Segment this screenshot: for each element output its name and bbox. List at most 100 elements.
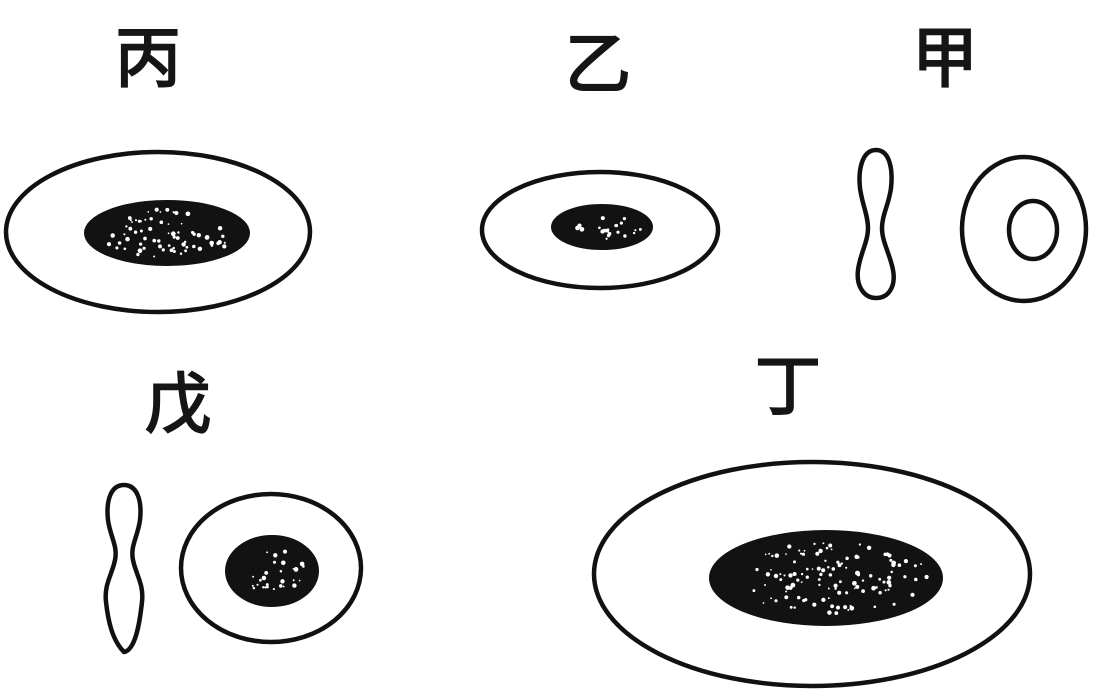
granule-speck [222,244,226,248]
granule-speck [910,593,914,597]
granule-speck [177,231,179,233]
granule-speck [822,542,824,544]
granule-speck [140,220,142,222]
granule-speck [155,208,159,212]
granule-speck [834,584,838,588]
granule-speck [793,606,795,608]
granule-speck [779,578,782,581]
granule-speck [775,553,780,558]
granule-speck [806,576,809,579]
granule-speck [904,559,908,563]
granule-speck [259,579,262,582]
granule-speck [168,223,170,225]
granule-speck [821,598,825,602]
granule-speck [143,247,146,250]
granule-speck [779,573,781,575]
cell-bing [6,152,310,312]
granule-speck [838,563,842,567]
granule-speck [216,242,220,246]
granule-speck [824,560,826,562]
cell-yi [482,172,718,288]
granule-speck [796,579,799,582]
granule-speck [294,567,299,572]
granule-speck [818,549,822,553]
label-ding: 丁 [755,347,821,425]
granule-speck [139,242,142,245]
granule-speck [168,244,171,247]
granule-speck [598,226,601,229]
granule-speck [162,248,165,251]
granule-speck [836,561,839,564]
granule-speck [110,233,114,237]
granule-speck [802,599,805,602]
granule-speck [801,573,803,575]
granule-speck [924,575,928,579]
granule-speck [893,603,896,606]
granule-speck [819,573,822,576]
granule-speck [634,229,636,231]
granule-speck [218,226,223,231]
granule-speck [827,566,830,569]
granule-speck [605,238,607,240]
granule-speck [580,227,585,232]
granule-speck [797,596,801,600]
granule-speck [793,560,796,563]
granule-speck [862,579,864,581]
granule-speck [903,575,906,578]
label-jia: 甲 [912,19,978,97]
granule-speck [828,588,830,590]
granule-speck [144,219,146,221]
granule-speck [128,227,132,231]
granule-speck [158,244,162,248]
granule-speck [815,552,819,556]
granule-speck [300,562,305,567]
granule-speck [184,241,186,243]
granule-speck [143,237,147,241]
granule-speck [785,585,789,589]
granule-speck [170,248,174,252]
granule-speck [854,555,858,559]
granule-speck [770,597,772,599]
granule-speck [798,550,800,552]
granule-speck [605,229,609,233]
granule-speck [135,219,137,221]
granule-speck [847,609,849,611]
granule-speck [107,242,111,246]
granule-speck [266,551,268,553]
cell-ding [594,462,1030,686]
granule-speck [755,568,758,571]
granule-speck [138,248,143,253]
granule-speck [861,589,865,593]
granule-speck [280,570,283,573]
granule-speck [871,586,876,591]
granule-speck [766,572,770,576]
granule-speck [209,241,214,246]
granule-speck [115,246,118,249]
granule-speck [830,604,834,608]
granule-speck [153,255,155,257]
granule-speck [131,221,133,223]
granule-speck [831,549,833,551]
granule-speck [165,208,169,212]
granule-speck [774,574,778,578]
granule-speck [292,583,296,587]
granule-speck [920,563,922,565]
granule-speck [262,586,264,588]
granule-speck [148,227,152,231]
granule-speck [828,544,832,548]
granule-speck [273,553,277,557]
granule-speck [821,568,825,572]
cell-jia-face-outline [962,157,1086,301]
granule-speck [855,571,860,576]
granule-speck [832,567,836,571]
granule-speck [180,252,182,254]
granule-speck [575,226,579,230]
granule-speck [125,237,130,242]
granule-speck [174,211,178,215]
granule-speck [279,584,283,588]
granule-speck [765,554,767,556]
granule-speck [818,578,821,581]
granule-speck [128,216,132,220]
granule-speck [784,595,788,599]
